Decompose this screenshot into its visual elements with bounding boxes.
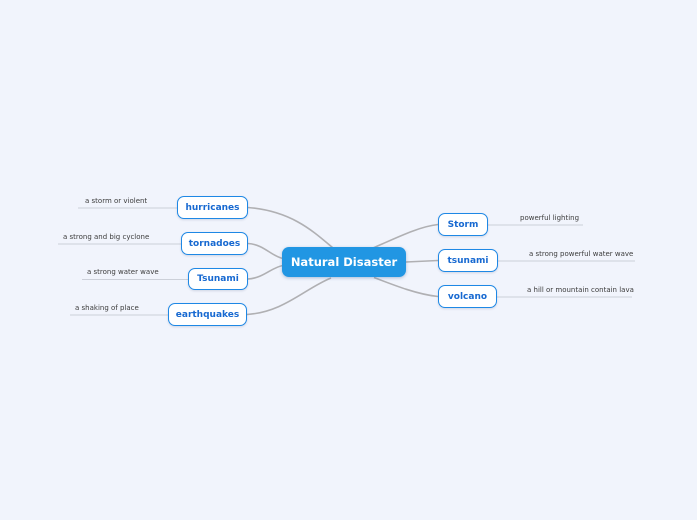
note-text: powerful lighting bbox=[520, 213, 580, 222]
edge-tsunami-right bbox=[405, 259, 439, 263]
node-label: tornadoes bbox=[188, 238, 241, 249]
node-volcano[interactable]: volcano bbox=[438, 285, 497, 308]
node-earthquakes[interactable]: earthquakes bbox=[168, 303, 247, 326]
note-tsunami-left[interactable]: a strong water wave bbox=[87, 268, 159, 276]
node-tsunami-left[interactable]: Tsunami bbox=[188, 268, 248, 290]
node-label: hurricanes bbox=[185, 202, 240, 213]
note-text: a strong powerful water wave bbox=[529, 249, 634, 258]
note-text: a shaking of place bbox=[75, 303, 139, 312]
note-text: a strong and big cyclone bbox=[63, 232, 150, 241]
note-text: a strong water wave bbox=[87, 268, 159, 276]
node-natural-disaster[interactable]: Natural Disaster bbox=[282, 247, 406, 277]
note-earthquakes[interactable]: a shaking of place bbox=[75, 304, 139, 312]
node-storm[interactable]: Storm bbox=[438, 213, 488, 236]
node-label: volcano bbox=[447, 291, 488, 302]
note-text: a hill or mountain contain lava bbox=[527, 285, 634, 294]
edge-earthquakes bbox=[246, 277, 332, 316]
note-hurricanes[interactable]: a storm or violent bbox=[85, 197, 147, 205]
edge-tsunami-left bbox=[247, 264, 284, 280]
node-hurricanes[interactable]: hurricanes bbox=[177, 196, 248, 219]
node-tsunami-right[interactable]: tsunami bbox=[438, 249, 498, 272]
node-label: Storm bbox=[447, 219, 479, 230]
note-storm[interactable]: powerful lighting bbox=[520, 214, 579, 222]
note-tsunami-right[interactable]: a strong powerful water wave bbox=[529, 250, 633, 258]
node-label: earthquakes bbox=[175, 309, 240, 320]
note-tornadoes[interactable]: a strong and big cyclone bbox=[63, 233, 149, 241]
node-label: Tsunami bbox=[197, 274, 239, 284]
edge-volcano bbox=[373, 276, 439, 298]
edge-storm bbox=[372, 223, 439, 249]
root-node-label: Natural Disaster bbox=[290, 255, 398, 269]
node-label: tsunami bbox=[447, 255, 489, 266]
edge-hurricanes bbox=[247, 206, 334, 249]
edge-tornadoes bbox=[247, 242, 284, 260]
node-tornadoes[interactable]: tornadoes bbox=[181, 232, 248, 255]
note-text: a storm or violent bbox=[85, 196, 148, 205]
note-volcano[interactable]: a hill or mountain contain lava bbox=[527, 286, 634, 294]
